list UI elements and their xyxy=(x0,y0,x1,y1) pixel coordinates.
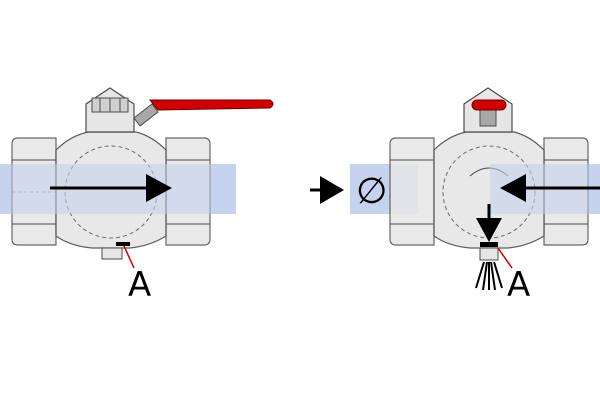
closed-valve-left-connector xyxy=(389,137,435,246)
closed-valve-drain-label: A xyxy=(507,265,530,305)
open-valve-leader-line xyxy=(123,245,135,269)
open-valve-flow-arrow xyxy=(50,174,172,202)
open-valve-lever-handle xyxy=(133,99,274,127)
blocked-symbol: ∅ xyxy=(356,171,387,212)
closed-valve-stem-nut xyxy=(463,87,513,133)
center-arrow-head xyxy=(320,176,344,204)
open-valve: A xyxy=(0,87,274,305)
open-valve-stem-nut xyxy=(85,87,135,133)
closed-valve-leader-line xyxy=(497,247,513,269)
closed-valve-lever-handle xyxy=(471,99,507,111)
closed-valve-flow-arrow xyxy=(500,174,600,202)
open-valve-drain-port xyxy=(101,242,130,260)
open-valve-drain-label: A xyxy=(128,265,151,305)
closed-valve-drain-spray xyxy=(475,261,503,291)
closed-valve: A xyxy=(389,87,600,305)
closed-valve-drain-arrow xyxy=(476,204,502,242)
closed-valve-drain-port xyxy=(479,242,499,261)
